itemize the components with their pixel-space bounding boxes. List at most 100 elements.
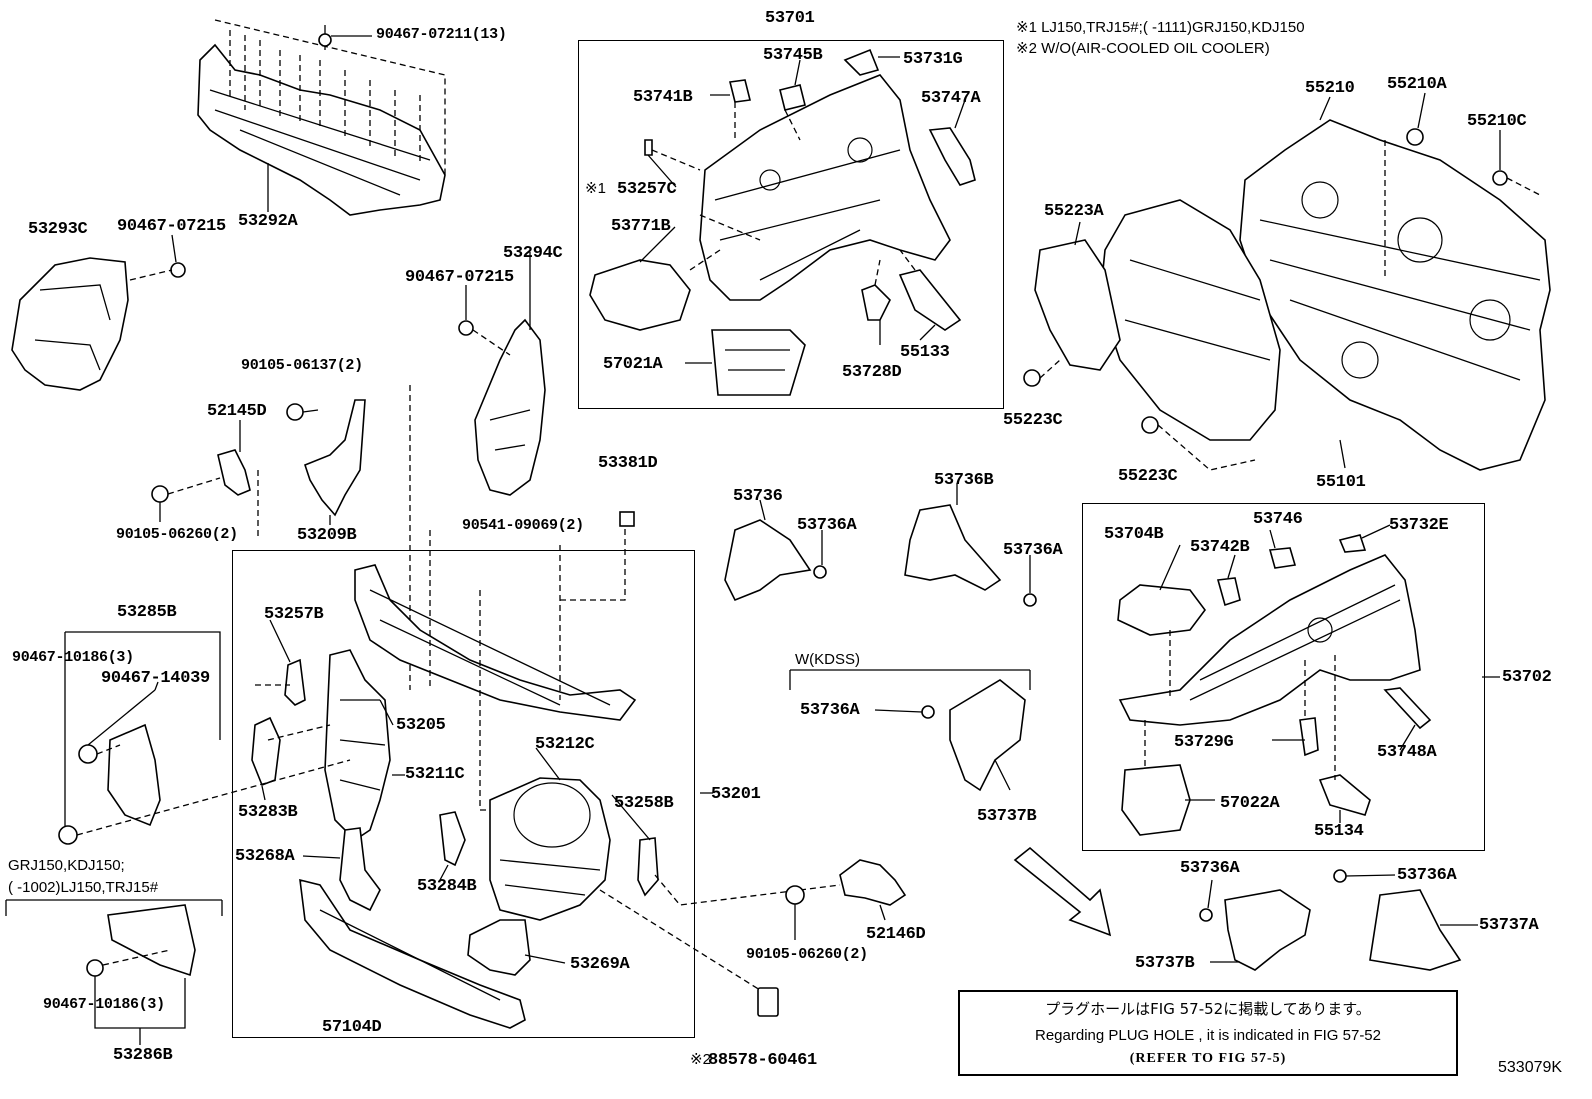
figure-id: 533079K: [1498, 1059, 1563, 1076]
label-p53201: 53201: [711, 785, 761, 804]
label-p53701: 53701: [765, 9, 815, 28]
label-p53729G: 53729G: [1174, 733, 1234, 752]
part-52145D-53209B: [151, 385, 411, 690]
label-p88578-60461: 88578-60461: [708, 1051, 817, 1070]
part-53292A: [197, 19, 446, 216]
label-p53269A: 53269A: [570, 955, 630, 974]
label-p90105-06137: 90105-06137(2): [241, 357, 363, 374]
grj-note-line1: GRJ150,KDJ150;: [8, 857, 125, 874]
label-p53728D: 53728D: [842, 363, 902, 382]
label-p90467-10186a: 90467-10186(3): [12, 649, 134, 666]
label-p55210A: 55210A: [1387, 75, 1447, 94]
label-p53745B: 53745B: [763, 46, 823, 65]
label-p55210: 55210: [1305, 79, 1355, 98]
label-p90105-06260b: 90105-06260(2): [746, 946, 868, 963]
label-p53268A: 53268A: [235, 847, 295, 866]
label-p90467-14039: 90467-14039: [101, 669, 210, 688]
label-p53737A: 53737A: [1479, 916, 1539, 935]
part-52146D: [757, 859, 907, 1017]
plug-note-english: Regarding PLUG HOLE , it is indicated in…: [1035, 1027, 1381, 1044]
label-p53747A: 53747A: [921, 89, 981, 108]
label-p55210C: 55210C: [1467, 112, 1527, 131]
label-p53381D: 53381D: [598, 454, 658, 473]
plug-hole-note: プラグホールはFIG 57-52に掲載してあります。 Regarding PLU…: [958, 990, 1458, 1076]
part-53201-group: [251, 511, 841, 1029]
group-box-53702: [1082, 503, 1485, 851]
label-p57104D: 57104D: [322, 1018, 382, 1037]
label-p53286B: 53286B: [113, 1046, 173, 1065]
label-p53741B: 53741B: [633, 88, 693, 107]
label-p53736: 53736: [733, 487, 783, 506]
label-p53257C: 53257C: [617, 180, 677, 199]
label-p53702: 53702: [1502, 668, 1552, 687]
label-p90467-10186b: 90467-10186(3): [43, 996, 165, 1013]
label-p53736A-4: 53736A: [1180, 859, 1240, 878]
label-p53731G: 53731G: [903, 50, 963, 69]
label-p53771B: 53771B: [611, 217, 671, 236]
label-p53294C: 53294C: [503, 244, 563, 263]
label-p57022A: 57022A: [1220, 794, 1280, 813]
label-p55134: 55134: [1314, 822, 1364, 841]
part-53293C: [11, 234, 186, 391]
label-p53746: 53746: [1253, 510, 1303, 529]
note-2-text: W/O(AIR-COOLED OIL COOLER): [1041, 40, 1270, 57]
plug-note-japanese: プラグホールはFIG 57-52に掲載してあります。: [1045, 1000, 1371, 1018]
label-p55223C-1: 55223C: [1003, 411, 1063, 430]
label-p52145D: 52145D: [207, 402, 267, 421]
label-p53742B: 53742B: [1190, 538, 1250, 557]
label-p53748A: 53748A: [1377, 743, 1437, 762]
label-p53736A-3: 53736A: [800, 701, 860, 720]
note-2-mark: ※2: [1016, 40, 1037, 57]
mark-2: ※2: [690, 1051, 711, 1068]
kdss-note: W(KDSS): [795, 651, 860, 668]
label-p53258B: 53258B: [614, 794, 674, 813]
grj-note-line2: ( -1002)LJ150,TRJ15#: [8, 879, 159, 896]
label-p53284B: 53284B: [417, 877, 477, 896]
label-p53293C: 53293C: [28, 220, 88, 239]
label-p53736A-2: 53736A: [1003, 541, 1063, 560]
label-p53736A-5: 53736A: [1397, 866, 1457, 885]
part-53701-group: [589, 48, 976, 396]
label-p55101: 55101: [1316, 473, 1366, 492]
label-p90467-07215b: 90467-07215: [405, 268, 514, 287]
label-p55133: 55133: [900, 343, 950, 362]
group-box-53201: [232, 550, 695, 1038]
part-53294C: [458, 252, 546, 496]
label-p53212C: 53212C: [535, 735, 595, 754]
label-p53283B: 53283B: [238, 803, 298, 822]
part-53702-group: [1117, 524, 1500, 836]
label-p90105-06260a: 90105-06260(2): [116, 526, 238, 543]
label-p53737B-2: 53737B: [1135, 954, 1195, 973]
note-2: ※2 W/O(AIR-COOLED OIL COOLER): [1016, 41, 1270, 56]
label-p53209B: 53209B: [297, 526, 357, 545]
label-p53285B: 53285B: [117, 603, 177, 622]
label-p53257B: 53257B: [264, 605, 324, 624]
label-p53211C: 53211C: [405, 765, 465, 784]
label-p55223C-2: 55223C: [1118, 467, 1178, 486]
part-53736-shields: [724, 483, 1037, 792]
note-1-mark: ※1: [1016, 19, 1037, 36]
label-p55223A: 55223A: [1044, 202, 1104, 221]
group-box-53701: [578, 40, 1004, 409]
plug-note-reference: (REFER TO FIG 57-5): [1129, 1051, 1287, 1066]
label-p53736A-1: 53736A: [797, 516, 857, 535]
part-53737A-53737B: [1013, 846, 1478, 971]
label-p90467-07211: 90467-07211(13): [376, 26, 507, 43]
note-1: ※1 LJ150,TRJ15#;( -1111)GRJ150,KDJ150: [1016, 20, 1305, 35]
label-p52146D: 52146D: [866, 925, 926, 944]
part-53285B-53286B: [5, 631, 351, 1045]
label-p53736B: 53736B: [934, 471, 994, 490]
mark-1: ※1: [585, 180, 606, 197]
label-p53737B-1: 53737B: [977, 807, 1037, 826]
label-p53205: 53205: [396, 716, 446, 735]
label-p53704B: 53704B: [1104, 525, 1164, 544]
label-p53292A: 53292A: [238, 212, 298, 231]
part-55210-55101: [1023, 92, 1551, 471]
label-p90541-09069: 90541-09069(2): [462, 517, 584, 534]
note-1-text: LJ150,TRJ15#;( -1111)GRJ150,KDJ150: [1041, 19, 1305, 36]
label-p57021A: 57021A: [603, 355, 663, 374]
label-p53732E: 53732E: [1389, 516, 1449, 535]
label-p90467-07215a: 90467-07215: [117, 217, 226, 236]
